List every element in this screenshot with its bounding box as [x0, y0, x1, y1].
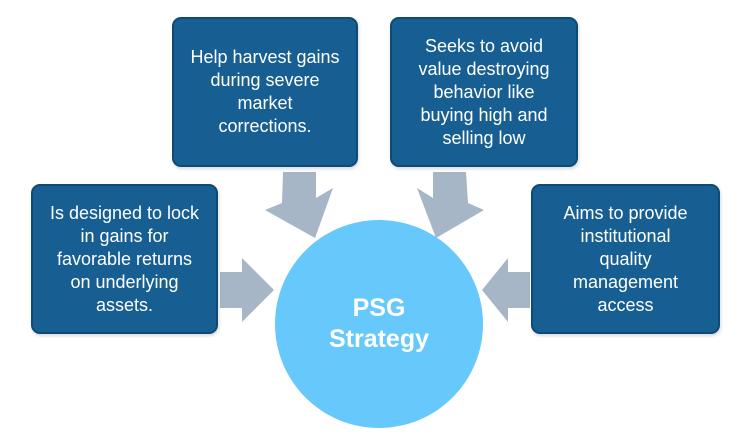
text-line: Is designed to lock: [49, 202, 200, 223]
benefit-box-harvest-gains: Help harvest gains during severe market …: [172, 17, 358, 167]
arrow-top-left: [265, 172, 333, 238]
text-line: buying high and: [420, 104, 548, 125]
text-line: assets.: [95, 294, 154, 315]
text-line: Aims to provide: [563, 202, 688, 223]
text-line: access: [597, 294, 654, 315]
arrow-left: [220, 258, 274, 322]
benefit-box-institutional-access: Aims to provide institutional quality ma…: [531, 184, 720, 334]
text-line: quality: [599, 248, 652, 269]
text-line: corrections.: [218, 116, 312, 136]
text-line: management: [572, 271, 679, 292]
center-title-line-2: Strategy: [328, 325, 430, 353]
text-line: on underlying: [70, 271, 179, 292]
text-line: favorable returns: [56, 248, 193, 269]
arrow-right: [482, 258, 530, 322]
center-title-line-1: PSG: [352, 294, 406, 322]
arrow-top-right: [417, 172, 484, 238]
text-line: institutional: [580, 225, 671, 246]
center-strategy-circle: PSG Strategy: [275, 220, 483, 428]
text-line: market: [237, 93, 293, 113]
benefit-text: Is designed to lock in gains for favorab…: [50, 202, 199, 317]
text-line: during severe: [210, 70, 320, 90]
text-line: in gains for: [80, 225, 169, 246]
benefit-text: Aims to provide institutional quality ma…: [563, 202, 687, 317]
text-line: behavior like: [433, 81, 535, 102]
benefit-text: Seeks to avoid value destroying behavior…: [418, 35, 549, 150]
benefit-box-avoid-value-destroying: Seeks to avoid value destroying behavior…: [390, 17, 578, 167]
benefit-box-lock-in-gains: Is designed to lock in gains for favorab…: [31, 184, 218, 334]
text-line: selling low: [442, 127, 526, 148]
text-line: Help harvest gains: [190, 47, 340, 67]
text-line: Seeks to avoid: [424, 35, 544, 56]
benefit-text: Help harvest gains during severe market …: [190, 46, 339, 138]
text-line: value destroying: [418, 58, 550, 79]
